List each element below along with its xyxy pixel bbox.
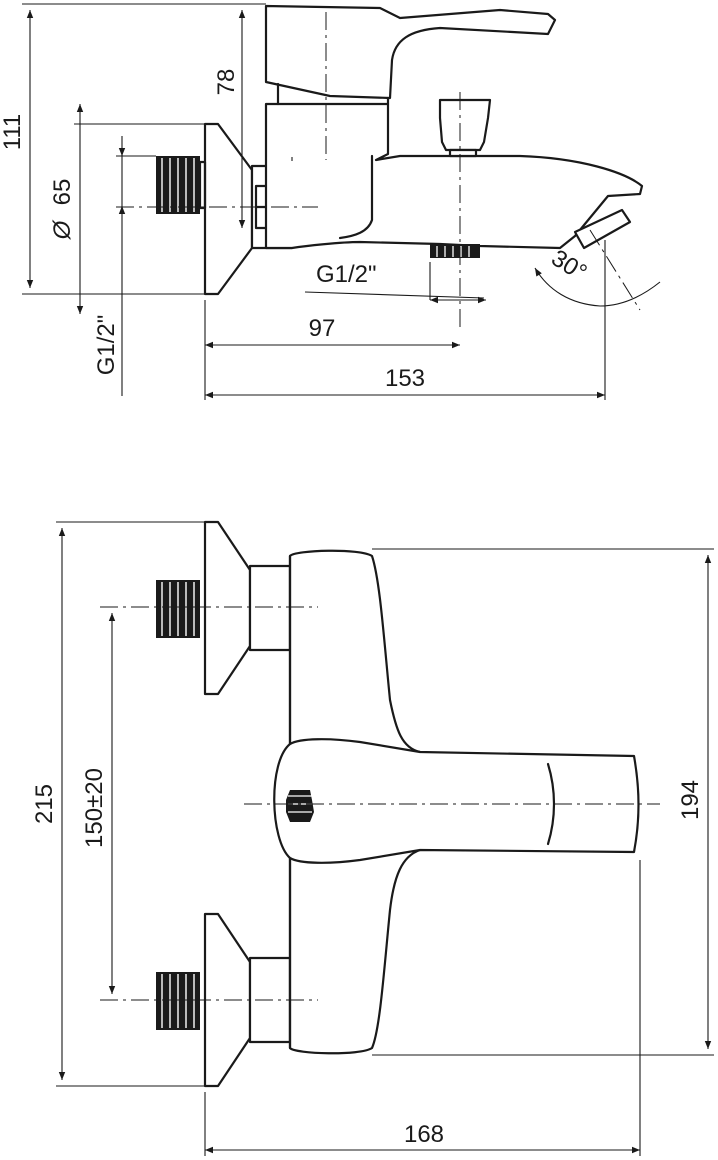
aerator: [573, 208, 632, 250]
dim-194-label: 194: [677, 780, 704, 820]
outlet-thread: [430, 244, 480, 258]
dim-97-label: 97: [309, 315, 336, 342]
dim-215-label: 215: [31, 784, 58, 824]
dim-78-label: 78: [213, 69, 240, 96]
lever-handle: [264, 4, 557, 100]
dim-168-label: 168: [404, 1121, 444, 1148]
upper-thread: [156, 580, 200, 638]
lower-thread: [156, 972, 200, 1030]
dim-65-symbol: Ø: [49, 219, 76, 240]
dim-153-label: 153: [385, 365, 425, 392]
dim-65-label: 65: [49, 179, 76, 206]
front-view: 215 150±20 194 168: [31, 520, 714, 1156]
dim-150-label: 150±20: [81, 768, 108, 848]
upper-flange: [203, 520, 252, 696]
wall-flange: [203, 122, 254, 296]
dim-g12-outlet-label: G1/2": [316, 261, 377, 288]
diverter-knob: [438, 98, 492, 152]
front-body: [288, 549, 422, 1055]
mixer-body: [264, 102, 644, 250]
dim-g12-vertical-label: G1/2": [93, 315, 120, 376]
lever-cap-icon: [286, 790, 314, 822]
dim-30deg-label: 30°: [546, 245, 591, 287]
side-view: 111 78 Ø 65 G1/2" G1/2" 30° 97 153: [0, 3, 661, 400]
front-lever: [273, 738, 640, 864]
dim-111-label: 111: [0, 114, 26, 150]
inlet-thread: [156, 156, 207, 214]
upper-nut: [248, 564, 292, 652]
